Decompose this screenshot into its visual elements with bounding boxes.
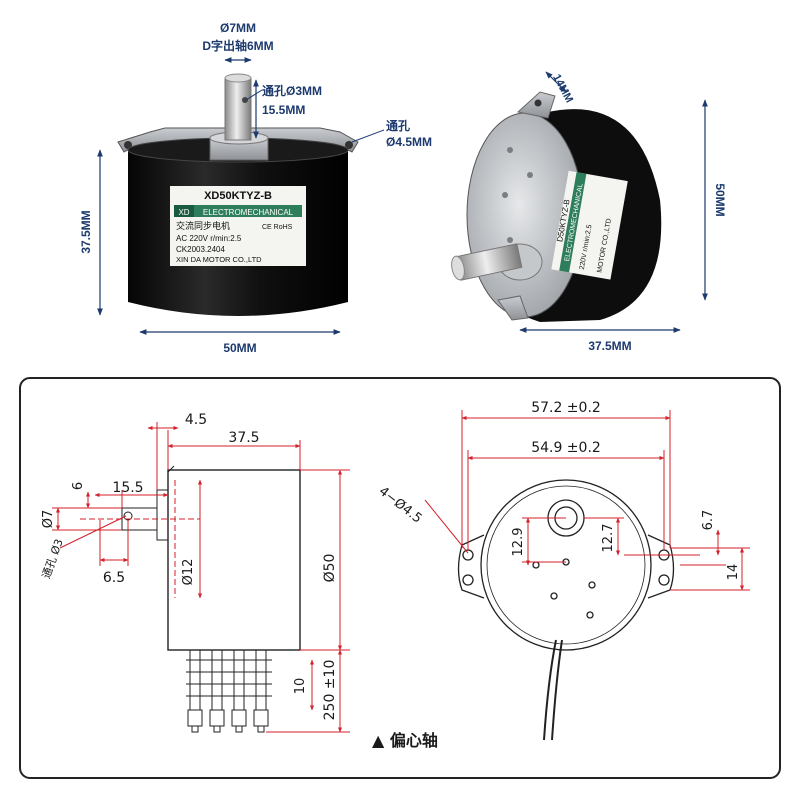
front-label-6-7: 6.7 <box>701 510 716 531</box>
front-body-circle <box>480 479 652 651</box>
face-screw-3 <box>502 192 508 198</box>
photo-right: D50KTYZ-B ELECTROMECHANICAL 220V r/min:2… <box>451 71 727 353</box>
dim-tab-line <box>545 71 567 93</box>
side-label-6: 6 <box>71 482 86 490</box>
shaft-top <box>224 73 252 83</box>
output-shaft <box>224 77 252 141</box>
label-brand-bar: ELECTROMECHANICAL <box>203 208 294 217</box>
side-label-6-5: 6.5 <box>103 570 125 586</box>
drawing-frame <box>19 377 781 779</box>
dim-shaft-type: D字出轴6MM <box>202 38 273 53</box>
front-leader-holes <box>424 499 469 554</box>
flange-hole-left <box>124 141 132 149</box>
face-screw-2 <box>527 172 533 178</box>
leader-hole <box>245 89 263 101</box>
front-label-12-7: 12.7 <box>601 524 616 553</box>
motor-label: XD50KTYZ-B XD ELECTROMECHANICAL 交流同步电机 C… <box>170 186 306 266</box>
front-label-54-9: 54.9 ±0.2 <box>531 440 601 456</box>
leader-mount-hole <box>351 129 385 143</box>
label-brand-short: XD <box>178 208 189 217</box>
label-type-cn: 交流同步电机 <box>176 220 230 232</box>
label-code: CK2003.2404 <box>176 245 225 254</box>
terminal-pins <box>186 649 272 733</box>
shaft-end-right <box>451 255 465 281</box>
front-lead-wires <box>543 639 563 741</box>
front-hole-left-bottom <box>462 574 474 586</box>
shaft-hole <box>242 97 248 103</box>
side-leader-hole <box>59 515 127 549</box>
front-label-57-2: 57.2 ±0.2 <box>531 400 601 416</box>
front-hole-right-bottom <box>658 574 670 586</box>
side-label-50: Ø50 <box>322 554 338 583</box>
dim-mount-hole-2: Ø4.5MM <box>386 135 432 149</box>
drawing-side-view <box>52 422 350 733</box>
label-spec: AC 220V r/min:2.5 <box>176 234 242 243</box>
dim-width: 50MM <box>223 341 256 355</box>
eccentric-shaft-caption: ▲ 偏心轴 <box>372 731 438 750</box>
side-label-250: 250 ±10 <box>322 660 338 721</box>
dim-shaft-diameter: Ø7MM <box>220 21 256 35</box>
front-view-dims <box>424 410 750 591</box>
photo-left: XD50KTYZ-B XD ELECTROMECHANICAL 交流同步电机 C… <box>79 21 432 355</box>
dim-through-hole: 通孔Ø3MM <box>262 83 322 98</box>
dim-depth: 37.5MM <box>588 339 631 353</box>
side-label-7: Ø7 <box>41 510 56 529</box>
face-screw-4 <box>507 237 513 243</box>
side-label-4-5: 4.5 <box>185 412 207 428</box>
dim-height: 37.5MM <box>79 210 93 253</box>
front-screw-5 <box>586 611 594 619</box>
dim-height-right: 50MM <box>713 183 727 216</box>
mount-tab-bottom <box>497 295 529 321</box>
label-marks: CE RoHS <box>262 224 293 231</box>
side-label-37-5: 37.5 <box>228 430 259 446</box>
side-label-10: 10 <box>293 678 308 695</box>
mount-tab-top-hole <box>534 99 542 107</box>
front-label-14: 14 <box>726 564 741 581</box>
side-label-12: Ø12 <box>181 559 196 586</box>
side-body-corner-l <box>167 465 175 473</box>
label-model: XD50KTYZ-B <box>204 190 272 202</box>
front-screw-4 <box>550 592 558 600</box>
side-label-15-5: 15.5 <box>112 480 143 496</box>
motor-label-side: D50KTYZ-B ELECTROMECHANICAL 220V r/min:2… <box>551 170 628 280</box>
flange-hole-right <box>345 141 353 149</box>
front-screw-3 <box>588 581 596 589</box>
front-inner-circle <box>486 485 646 645</box>
face-screw-1 <box>507 147 513 153</box>
dim-mount-hole-1: 通孔 <box>386 118 410 133</box>
dim-shaft-length: 15.5MM <box>262 103 305 117</box>
label-maker: XIN DA MOTOR CO.,LTD <box>176 255 262 264</box>
front-label-12-9: 12.9 <box>511 528 526 557</box>
